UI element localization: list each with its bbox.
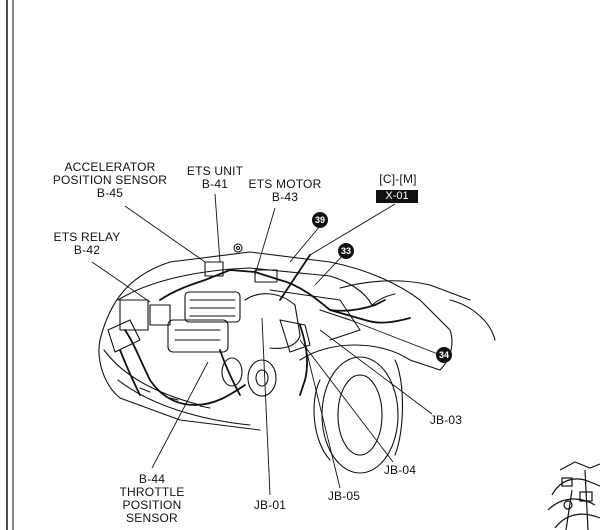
label-accelerator-position-sensor: ACCELERATOR POSITION SENSOR B-45 (48, 161, 172, 200)
throttle-line3: SENSOR (126, 511, 178, 525)
label-ets-relay: ETS RELAY B-42 (46, 231, 128, 257)
badge-34-text: 34 (439, 350, 449, 360)
label-jb01: JB-01 (253, 498, 287, 512)
ets-unit-text: ETS UNIT (186, 164, 244, 178)
label-jb05: JB-05 (327, 489, 361, 503)
b44-code: B-44 (138, 472, 166, 486)
badge-33-text: 33 (341, 246, 351, 256)
throttle-line2: POSITION (122, 498, 182, 512)
label-ets-motor: ETS MOTOR B-43 (244, 178, 326, 204)
ets-relay-text: ETS RELAY (53, 230, 121, 244)
accelerator-code: B-45 (96, 186, 124, 200)
badge-39-text: 39 (315, 215, 325, 225)
label-cm-ref: [C]-[M] (372, 173, 424, 186)
label-x01: X-01 (376, 190, 418, 203)
throttle-line1: THROTTLE (119, 485, 185, 499)
cm-ref-text: [C]-[M] (379, 172, 417, 186)
ets-motor-code: B-43 (271, 190, 299, 204)
accelerator-line1: ACCELERATOR (64, 160, 156, 174)
ets-relay-code: B-42 (73, 243, 101, 257)
label-throttle-position-sensor: B-44 THROTTLE POSITION SENSOR (112, 473, 192, 525)
accelerator-line2: POSITION SENSOR (52, 173, 168, 187)
label-jb04: JB-04 (383, 463, 417, 477)
badge-34: 34 (436, 347, 452, 363)
ets-unit-code: B-41 (201, 177, 229, 191)
label-jb03: JB-03 (429, 413, 463, 427)
ets-motor-text: ETS MOTOR (248, 177, 322, 191)
badge-33: 33 (338, 243, 354, 259)
badge-39: 39 (312, 212, 328, 228)
label-ets-unit: ETS UNIT B-41 (182, 165, 248, 191)
